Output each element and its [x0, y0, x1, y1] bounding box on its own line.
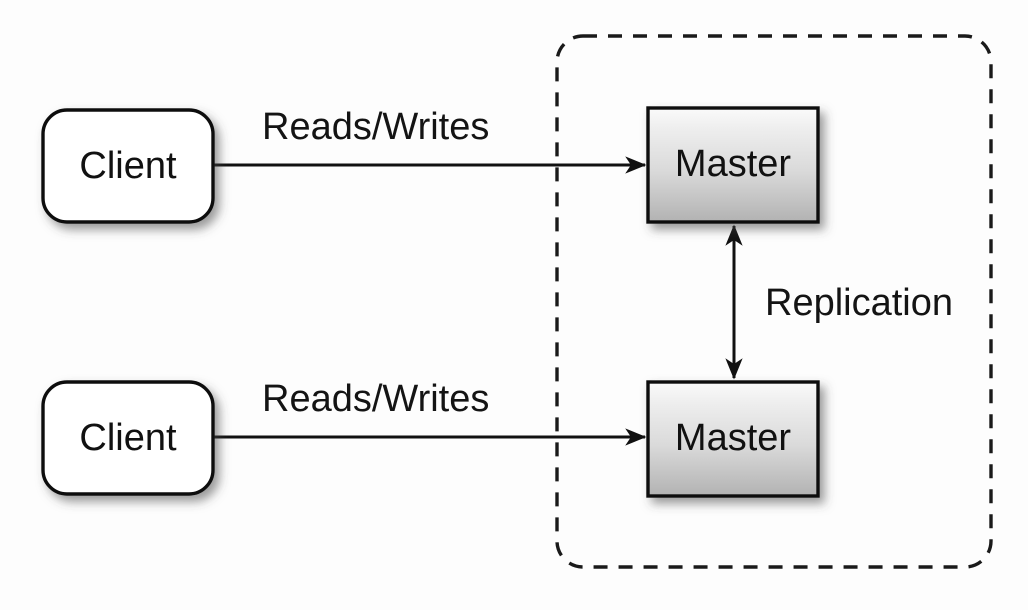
node-client-bottom[interactable]: Client: [41, 380, 215, 496]
replication-cluster-boundary: [555, 34, 993, 569]
edge-label-replication: Replication: [765, 282, 953, 324]
node-client-top[interactable]: Client: [41, 108, 215, 224]
edge-label-reads-writes-top: Reads/Writes: [262, 106, 489, 148]
edge-label-reads-writes-bottom: Reads/Writes: [262, 378, 489, 420]
client-top-shape[interactable]: [41, 108, 215, 224]
node-master-top[interactable]: Master: [646, 106, 820, 224]
node-master-bottom[interactable]: Master: [646, 380, 820, 498]
client-top-label: Client: [79, 145, 177, 187]
master-bottom-label: Master: [675, 417, 791, 459]
client-bottom-label: Client: [79, 417, 177, 459]
client-bottom-shape[interactable]: [41, 380, 215, 496]
master-top-label: Master: [675, 143, 791, 185]
master-bottom-shape[interactable]: [646, 380, 820, 498]
master-top-shape[interactable]: [646, 106, 820, 224]
